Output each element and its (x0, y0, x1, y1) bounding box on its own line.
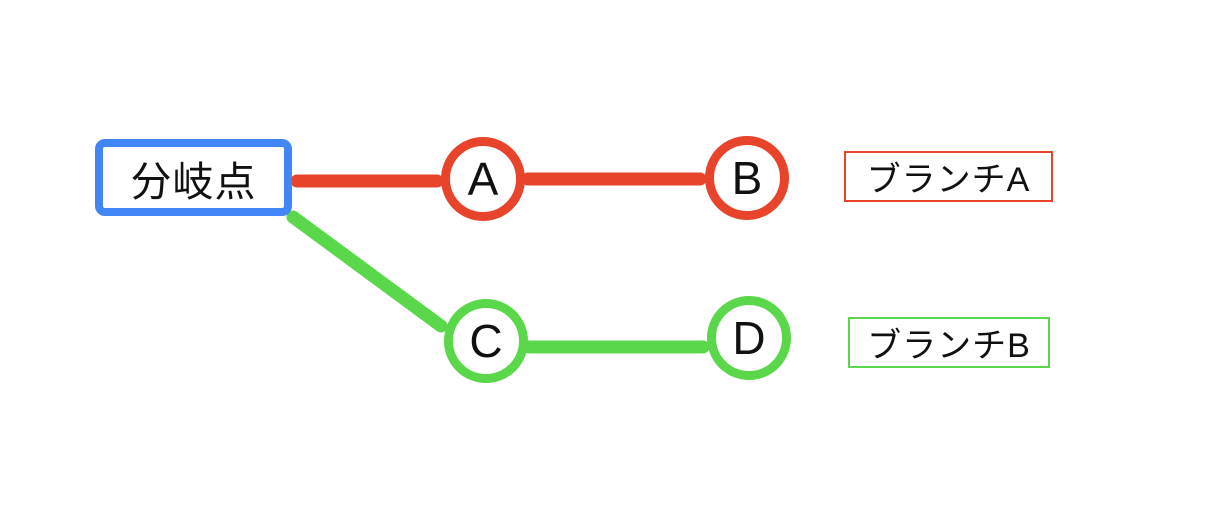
branch-a-label-box: ブランチA (844, 151, 1053, 202)
branch-a-label: ブランチA (866, 161, 1031, 199)
edge-branchpoint-to-c (286, 210, 448, 333)
branch-point-label: 分岐点 (130, 158, 257, 205)
node-b-label: B (731, 152, 763, 204)
node-c: C (444, 299, 528, 383)
node-d-label: D (732, 312, 766, 364)
branch-b-label-box: ブランチB (848, 317, 1050, 368)
node-a: A (441, 137, 525, 221)
branch-point-box: 分岐点 (95, 139, 292, 216)
node-c-label: C (469, 315, 503, 367)
node-b: B (705, 136, 789, 220)
node-a-label: A (467, 153, 499, 205)
node-d: D (707, 296, 791, 380)
branch-b-label: ブランチB (867, 327, 1031, 365)
